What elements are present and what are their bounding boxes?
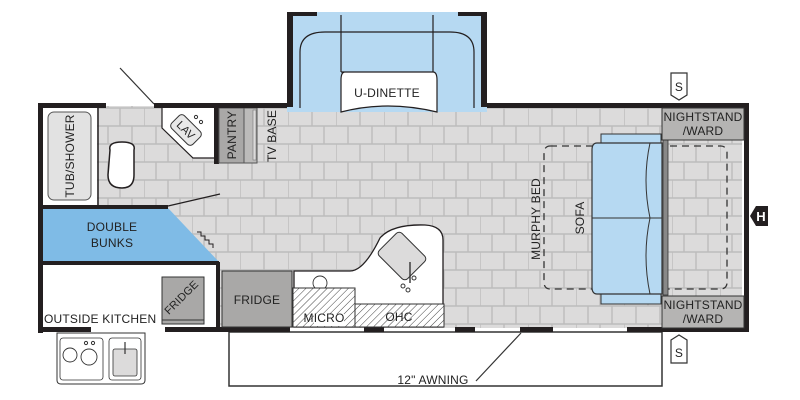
- speaker-icon-bottom: S: [670, 334, 688, 364]
- double-bunks: DOUBLE BUNKS: [40, 208, 219, 262]
- nightstand-bottom: NIGHTSTAND /WARD: [661, 295, 745, 329]
- sofa-label: SOFA: [573, 202, 587, 235]
- nightstand-top-line1: NIGHTSTAND: [663, 110, 742, 124]
- fridge: FRIDGE: [221, 270, 293, 328]
- double-bunks-label-line1: DOUBLE: [87, 220, 138, 234]
- awning-outline: [228, 331, 663, 387]
- walls: [38, 103, 749, 333]
- tub-shower-label: TUB/SHOWER: [63, 114, 77, 197]
- nightstand-bottom-line1: NIGHTSTAND: [663, 298, 742, 312]
- u-dinette: U-DINETTE: [287, 12, 487, 113]
- svg-text:H: H: [756, 209, 765, 224]
- outside-kitchen: OUTSIDE KITCHEN FRIDGE: [40, 264, 219, 385]
- microwave: MICRO: [292, 287, 356, 328]
- pantry-label: PANTRY: [225, 111, 239, 160]
- entry-door-line: [119, 67, 155, 105]
- svg-text:S: S: [675, 346, 683, 360]
- galley-sink-icon: [377, 231, 427, 281]
- pantry: PANTRY: [218, 107, 245, 164]
- toilet-icon: [107, 141, 135, 189]
- tv-base-label: TV BASE: [265, 110, 279, 162]
- awning-label: 12" AWNING: [397, 373, 468, 387]
- bathroom: TUB/SHOWER: [40, 106, 135, 206]
- micro-label: MICRO: [304, 311, 345, 325]
- nightstand-top: NIGHTSTAND /WARD: [661, 107, 745, 141]
- speaker-icon-top: S: [670, 72, 688, 101]
- ladder-icon: [197, 231, 214, 248]
- lav-cabinet: LAV: [161, 105, 219, 164]
- nightstand-bottom-line2: /WARD: [683, 312, 724, 326]
- outside-kitchen-label: OUTSIDE KITCHEN: [44, 312, 156, 326]
- overhead-cabinet: OHC: [354, 303, 445, 328]
- murphy-bed-label: MURPHY BED: [529, 178, 543, 260]
- fridge-label: FRIDGE: [234, 293, 281, 307]
- ohc-label: OHC: [385, 310, 412, 324]
- svg-text:S: S: [675, 80, 683, 94]
- nightstand-top-line2: /WARD: [683, 124, 724, 138]
- hitch-icon: H: [750, 206, 768, 226]
- sofa: SOFA: [573, 133, 669, 305]
- u-dinette-label: U-DINETTE: [354, 86, 420, 100]
- double-bunks-label-line2: BUNKS: [91, 236, 133, 250]
